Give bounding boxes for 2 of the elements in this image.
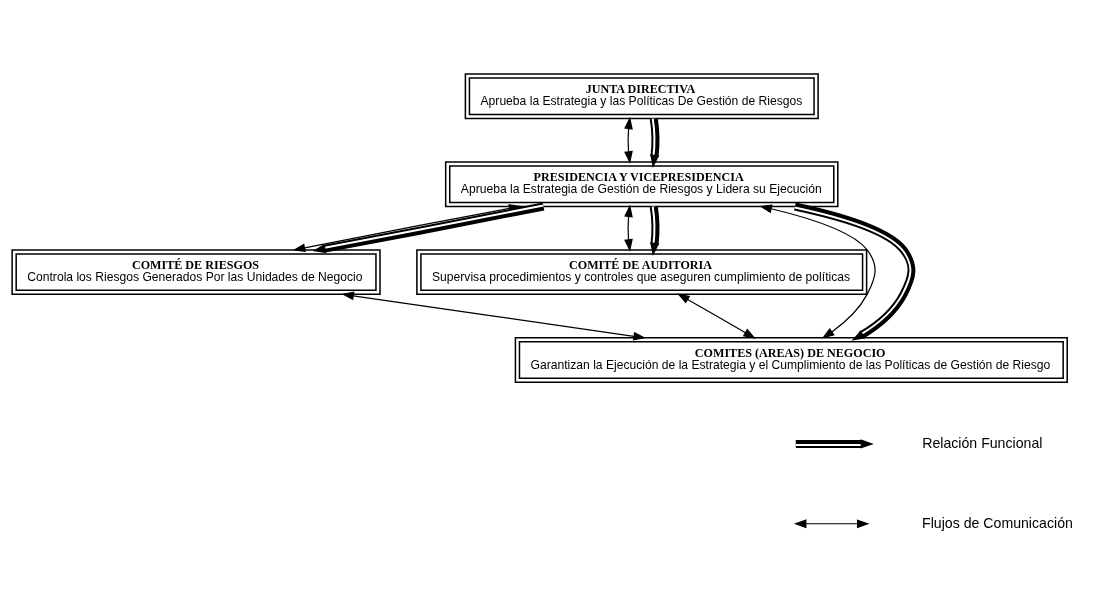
legend-label: Relación Funcional (922, 434, 1043, 451)
legend-label: Flujos de Comunicación (922, 514, 1073, 531)
